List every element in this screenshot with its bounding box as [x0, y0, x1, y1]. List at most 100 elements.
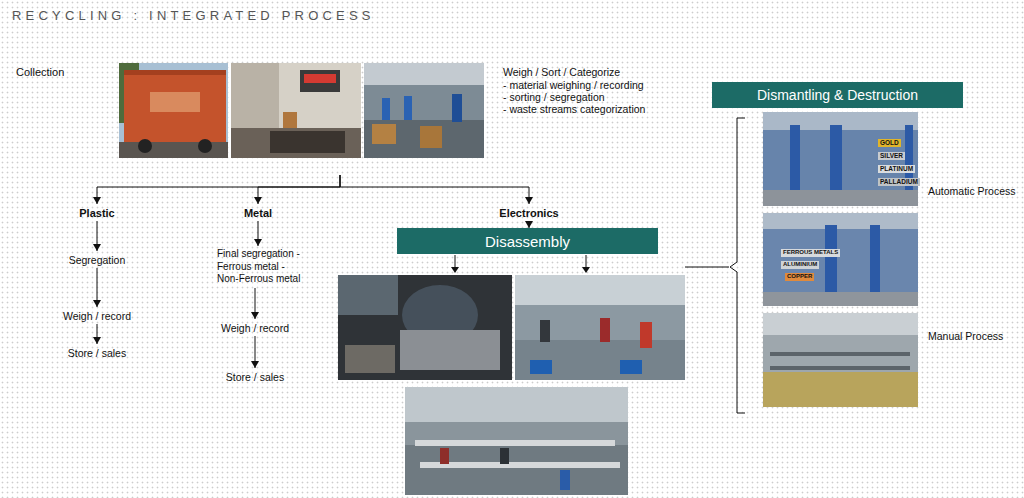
photo-table: [770, 366, 910, 370]
photo-ceiling: [405, 387, 628, 422]
photo-table: [420, 462, 620, 468]
node-text: PALLADIUM: [878, 178, 920, 186]
process-node: Final segregation -Ferrous metal - Non-F…: [212, 246, 312, 288]
worker: [440, 448, 449, 464]
photo-hall: [364, 63, 484, 158]
photo-floor: [763, 292, 918, 306]
process-node: Weigh / record: [210, 319, 300, 336]
process-node: FERROUS METALSALUMINIUMCOPPER: [763, 213, 918, 306]
process-node: Metal: [228, 204, 288, 221]
photo-box: [372, 124, 396, 144]
process-node: Electronics: [489, 204, 569, 221]
machine-column: [830, 125, 842, 195]
worker: [640, 322, 652, 348]
process-node: Weigh / record: [52, 307, 142, 324]
photo-hall: [763, 313, 918, 407]
truck-wheel: [198, 139, 212, 153]
photo-table: [770, 352, 910, 356]
bracket: [730, 118, 745, 413]
node-text: COPPER: [785, 273, 814, 281]
truck-trim: [124, 70, 226, 75]
flow-arrow: [529, 221, 530, 228]
leader-line: [455, 255, 456, 268]
process-node: Store / sales: [52, 344, 142, 361]
process-node: Collection Weigh / Sort / Categorize- mat…: [10, 60, 660, 175]
worker: [540, 320, 550, 342]
photo-box: [283, 112, 297, 128]
process-node: GOLD SILVER PLATINUM PALLADIUM Automatic Pro…: [763, 112, 1023, 206]
worker: [404, 96, 412, 120]
node-text: PLATINUM: [878, 165, 915, 173]
photo-floor: [515, 340, 685, 380]
machine-column: [825, 225, 837, 295]
process-band: Disassembly: [397, 228, 658, 254]
photo-hall: [515, 275, 685, 380]
node-text: GOLD: [878, 139, 901, 147]
truck-logo: [150, 92, 200, 112]
node-text: - material weighing / recording: [503, 79, 644, 91]
process-node: Store / sales: [210, 368, 300, 385]
photo-wall: [231, 63, 361, 158]
machine-column: [870, 225, 880, 295]
truck-wheel: [138, 139, 152, 153]
truck-body: [124, 70, 226, 142]
flow-arrow: [258, 175, 340, 204]
node-text: Plastic: [79, 207, 114, 219]
flow-arrow: [97, 221, 98, 251]
connector-lines: [455, 118, 745, 413]
photo-ceiling: [763, 313, 918, 335]
photo-floor: [763, 190, 918, 206]
photo-box: [420, 126, 442, 148]
node-text: Weigh / Sort / Categorize: [503, 66, 620, 78]
process-band: Dismantling & Destruction: [712, 82, 963, 108]
node-text: Store / sales: [226, 371, 284, 383]
process-node: Manual Process: [763, 313, 1023, 407]
leader-line: [586, 255, 587, 268]
node-text: Final segregation -Ferrous metal - Non-F…: [217, 248, 309, 286]
node-text: Weigh / record: [221, 322, 289, 334]
worker: [500, 448, 509, 464]
photo-hall: [405, 387, 628, 495]
machine-column: [790, 125, 800, 195]
title: RECYCLING : INTEGRATED PROCESS: [12, 8, 375, 23]
arrow-head: [451, 267, 459, 273]
leader-line: [685, 267, 729, 268]
node-text: Automatic Process: [928, 185, 1016, 197]
node-text: Metal: [244, 207, 272, 219]
worker: [600, 318, 610, 342]
scale-display: [300, 70, 340, 92]
photo-monitor: [338, 275, 398, 315]
photo-plant: [763, 112, 918, 206]
node-text: SILVER: [878, 152, 905, 160]
photo-floor: [405, 445, 628, 495]
photo-floor: [231, 128, 361, 158]
flow-arrow: [258, 221, 259, 246]
photo-bin: [530, 360, 552, 374]
flow-arrow: [255, 336, 256, 368]
flow-arrow: [97, 324, 98, 344]
photo-device: [345, 345, 395, 373]
node-text: Disassembly: [485, 233, 570, 250]
photo-bin: [620, 360, 642, 374]
process-node: Segregation: [52, 251, 142, 268]
photo-sky: [119, 63, 228, 158]
scale-digits: [304, 74, 336, 83]
scale-plate: [270, 131, 345, 153]
worker: [382, 98, 390, 120]
flow-arrow: [97, 268, 98, 307]
node-text: Electronics: [499, 207, 558, 219]
worker: [560, 470, 570, 490]
node-text: Segregation: [69, 254, 126, 266]
photo-desk: [400, 330, 500, 370]
photo-bench: [338, 275, 512, 380]
node-text: Manual Process: [928, 330, 1003, 342]
photo-table: [415, 440, 615, 446]
node-text: ALUMINIUM: [781, 261, 819, 269]
photo-plant: [763, 213, 918, 306]
flow-arrow: [97, 175, 340, 204]
flow-arrow: [340, 175, 529, 204]
node-text: Collection: [16, 66, 64, 78]
node-text: Dismantling & Destruction: [757, 87, 918, 103]
